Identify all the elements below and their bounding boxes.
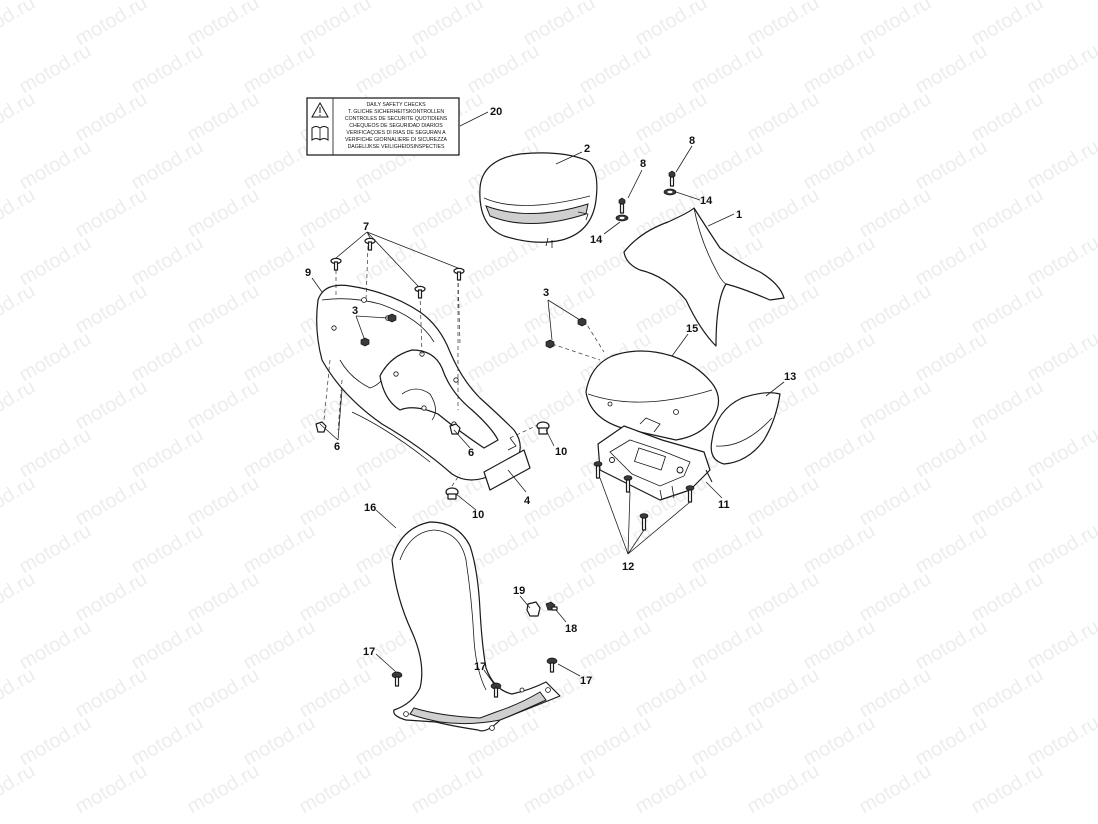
clip-6a: [315, 421, 327, 433]
callout-7: 7: [363, 221, 369, 233]
callout-14-right: 14: [700, 195, 713, 207]
callout-2: 2: [584, 143, 590, 155]
screw-7c: [414, 285, 426, 299]
callout-17-right: 17: [580, 675, 592, 687]
washer-14b: [663, 188, 677, 196]
screw-7b: [364, 237, 376, 251]
label-line-1: DAILY SAFETY CHECKS: [366, 102, 426, 108]
rear-seat-part-2: [479, 152, 598, 248]
nut-3b: [387, 313, 397, 323]
callout-15: 15: [686, 323, 698, 335]
callout-19: 19: [513, 585, 525, 597]
grommet-10a: [536, 421, 550, 435]
clip-19: [526, 601, 541, 617]
screw-17b: [490, 682, 502, 698]
callout-17-middle: 17: [474, 661, 486, 673]
label-line-3: CONTROLES DE SECURITE QUOTIDIENS: [345, 116, 448, 122]
screw-7a: [330, 257, 342, 271]
bolt-12c: [639, 513, 649, 531]
callout-10-upper: 10: [555, 446, 567, 458]
screw-18: [545, 601, 558, 611]
bolt-8b: [668, 170, 676, 187]
callout-3-right: 3: [543, 287, 549, 299]
callout-8-left: 8: [640, 158, 646, 170]
washer-14a: [615, 214, 629, 222]
seat-base-part-15: [585, 350, 720, 441]
callout-3-left: 3: [352, 305, 358, 317]
callout-4: 4: [524, 495, 531, 507]
callout-16: 16: [364, 502, 376, 514]
manual-book-icon: [311, 126, 329, 141]
nut-3d: [545, 339, 555, 349]
warning-triangle-icon: [311, 101, 329, 118]
rear-tail-body-part-9: [316, 284, 521, 481]
screw-17a: [391, 671, 403, 687]
label-line-5: VERIFICAÇOES DI RIAS DE SEGURAN A: [346, 130, 446, 136]
callout-18: 18: [565, 623, 577, 635]
bolt-12d: [685, 485, 695, 503]
nut-3a: [360, 337, 370, 347]
callout-11: 11: [718, 499, 730, 511]
callout-20: 20: [490, 106, 502, 118]
safety-label-plate: DAILY SAFETY CHECKS T. GLICHE SICHERHEIT…: [306, 97, 460, 156]
label-line-2: T. GLICHE SICHERHEITSKONTROLLEN: [348, 109, 445, 115]
label-line-4: CHEQUEOS DE SEGURIDAD DIARIOS: [349, 123, 443, 129]
callout-10-lower: 10: [472, 509, 484, 521]
rear-hugger-part-16: [391, 521, 561, 732]
rider-seat-part-1: [623, 207, 785, 347]
leader-lines: [311, 111, 785, 685]
bolt-12a: [593, 461, 603, 479]
screw-7d: [453, 267, 465, 281]
callout-1: 1: [736, 209, 742, 221]
label-line-6: VERIFICHE GIORNALIERE DI SICUREZZA: [345, 137, 448, 143]
bolt-8a: [618, 197, 626, 214]
callout-6-left: 6: [334, 441, 340, 453]
callout-6-right: 6: [468, 447, 474, 459]
assembly-guide-lines: [323, 245, 605, 493]
callout-8-right: 8: [689, 135, 695, 147]
callout-9: 9: [305, 267, 311, 279]
clip-6b: [449, 423, 461, 435]
callout-12: 12: [622, 561, 634, 573]
screw-17c: [546, 657, 558, 673]
bolt-12b: [623, 475, 633, 493]
callout-14-left: 14: [590, 234, 603, 246]
seat-cowl-part-13: [710, 392, 781, 465]
grommet-10b: [445, 487, 459, 500]
reflector-part-4: [483, 449, 531, 491]
callout-17-left: 17: [363, 646, 375, 658]
callout-13: 13: [784, 371, 796, 383]
callout-numbers: 20 2 1 8 8 14 14 7 9 3 3 15 13 6 6 4 10 …: [305, 106, 796, 687]
label-line-7: DAGELIJKSE VEILIGHEIDSINSPECTIES: [348, 144, 445, 150]
